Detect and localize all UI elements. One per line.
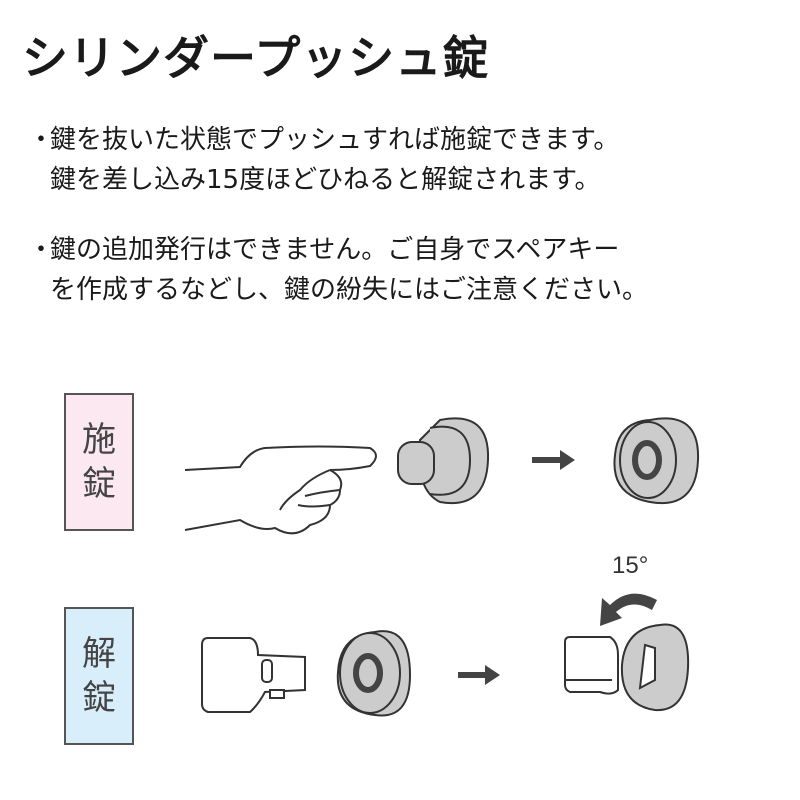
lock-label-box: 施 錠 — [64, 393, 134, 531]
rotation-angle-label: 15° — [612, 552, 649, 579]
bullet-item: ・ 鍵の追加発行はできません。ご自身でスペアキー を作成するなどし、鍵の紛失には… — [28, 230, 648, 310]
hand-icon — [184, 445, 377, 535]
bullet-item: ・ 鍵を抜いた状態でプッシュすれば施錠できます。 鍵を差し込み15度ほどひねると… — [28, 120, 619, 200]
unlock-label-box: 解 錠 — [64, 607, 134, 745]
bullet-line: 鍵を抜いた状態でプッシュすれば施錠できます。 — [50, 125, 620, 155]
page-title: シリンダープッシュ錠 — [22, 31, 490, 85]
cylinder-locked-icon — [613, 417, 700, 505]
lock-label-char: 施 — [82, 420, 116, 460]
arrow-right-icon — [532, 450, 575, 470]
arrow-right-icon — [458, 665, 500, 685]
unlock-label-char: 錠 — [82, 678, 116, 718]
bullet-line: を作成するなどし、鍵の紛失にはご注意ください。 — [50, 275, 649, 305]
unlock-label-char: 解 — [82, 634, 116, 674]
bullet-dot: ・ — [28, 125, 55, 155]
bullet-line: 鍵を差し込み15度ほどひねると解錠されます。 — [50, 165, 601, 195]
cylinder-keyhole-icon — [336, 630, 412, 717]
bullet-dot: ・ — [28, 235, 55, 265]
lock-label-char: 錠 — [82, 464, 116, 504]
key-inserted-icon — [564, 623, 690, 712]
rotate-arrow-icon — [600, 593, 657, 626]
key-icon — [201, 637, 306, 713]
bullet-line: 鍵の追加発行はできません。ご自身でスペアキー — [50, 235, 620, 265]
cylinder-pushbutton-icon — [397, 417, 490, 505]
